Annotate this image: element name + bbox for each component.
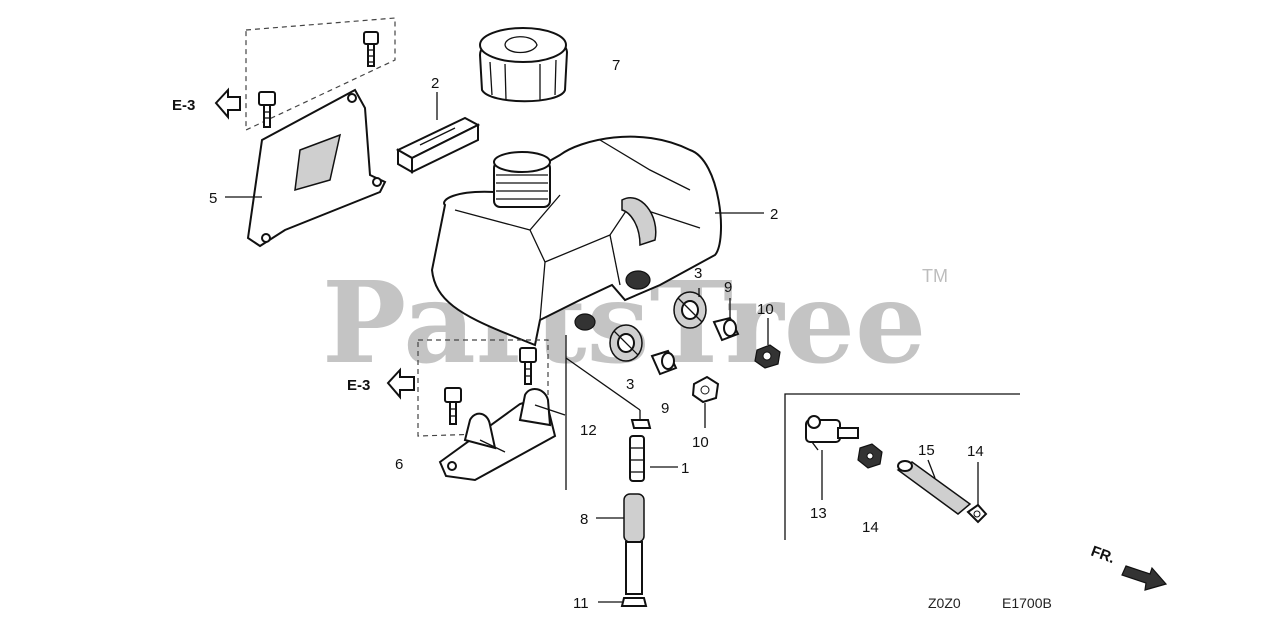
part-label-2-tank[interactable]: 2 <box>770 206 778 223</box>
leader-line-joint <box>565 357 641 411</box>
part-label-7[interactable]: 7 <box>612 57 620 74</box>
hose-clip[interactable] <box>966 503 988 524</box>
front-direction-label: FR. <box>1089 543 1118 567</box>
fuel-valve[interactable] <box>805 415 859 451</box>
collar-upper[interactable] <box>712 316 740 342</box>
part-label-5[interactable]: 5 <box>209 190 217 207</box>
collar-lower[interactable] <box>650 349 678 376</box>
fuel-joint[interactable] <box>630 410 652 429</box>
part-label-9-upper[interactable]: 9 <box>724 279 732 296</box>
upper-bolt-dashed-box <box>245 17 396 131</box>
fuel-tank-bracket[interactable] <box>246 88 387 248</box>
lower-bolt-left[interactable] <box>444 387 462 425</box>
upper-bolt-left[interactable] <box>258 91 276 128</box>
watermark-trademark: TM <box>922 266 948 286</box>
nut-upper[interactable] <box>754 344 781 369</box>
tube-clip[interactable] <box>620 597 648 607</box>
left-arrow-icon <box>214 87 241 120</box>
e3-ref-upper[interactable]: E-3 <box>172 87 241 120</box>
part-label-8[interactable]: 8 <box>580 511 588 528</box>
nut-lower[interactable] <box>691 375 720 404</box>
e3-ref-lower-text: E-3 <box>347 377 370 394</box>
figure-code: Z0Z0 <box>928 595 961 611</box>
fuel-cap[interactable] <box>478 27 569 103</box>
part-label-10-upper[interactable]: 10 <box>757 301 774 318</box>
e3-ref-lower[interactable]: E-3 <box>347 367 415 400</box>
fuel-hose[interactable] <box>896 460 972 515</box>
part-label-2-pad[interactable]: 2 <box>431 75 439 92</box>
part-label-15[interactable]: 15 <box>918 442 935 459</box>
fuel-tube[interactable] <box>623 493 645 595</box>
fuel-tank[interactable] <box>430 135 722 347</box>
diagram-code: E1700B <box>1002 595 1052 611</box>
grommet-lower[interactable] <box>609 324 643 362</box>
upper-bolt-top[interactable] <box>363 31 379 67</box>
tank-pad[interactable] <box>395 116 481 174</box>
lower-mount-bracket[interactable] <box>438 388 566 482</box>
part-label-10-lower[interactable]: 10 <box>692 434 709 451</box>
grommet-upper[interactable] <box>673 291 707 329</box>
part-label-3-upper[interactable]: 3 <box>694 265 702 282</box>
front-direction-indicator: FR. <box>1089 543 1168 591</box>
part-label-12[interactable]: 12 <box>580 422 597 439</box>
bracket-cutout <box>294 133 342 192</box>
part-label-13[interactable]: 13 <box>810 505 827 522</box>
upper-bolt-group[interactable] <box>245 17 396 131</box>
e3-ref-upper-text: E-3 <box>172 97 195 114</box>
fuel-strainer[interactable] <box>629 435 645 482</box>
lower-bolt-group[interactable] <box>417 339 549 437</box>
kit-frame <box>784 393 1020 540</box>
part-label-11[interactable]: 11 <box>573 595 589 612</box>
leader-15 <box>927 459 936 479</box>
lower-bolt-top[interactable] <box>519 347 537 385</box>
left-arrow-icon <box>386 367 415 400</box>
part-label-14-kit[interactable]: 14 <box>862 519 879 536</box>
part-label-9-lower[interactable]: 9 <box>661 400 669 417</box>
valve-nut[interactable] <box>857 443 883 469</box>
front-arrow-icon <box>1121 565 1168 591</box>
part-label-14-clip[interactable]: 14 <box>967 443 984 460</box>
part-label-1[interactable]: 1 <box>681 460 689 477</box>
part-label-6[interactable]: 6 <box>395 456 403 473</box>
part-label-3-lower[interactable]: 3 <box>626 376 634 393</box>
